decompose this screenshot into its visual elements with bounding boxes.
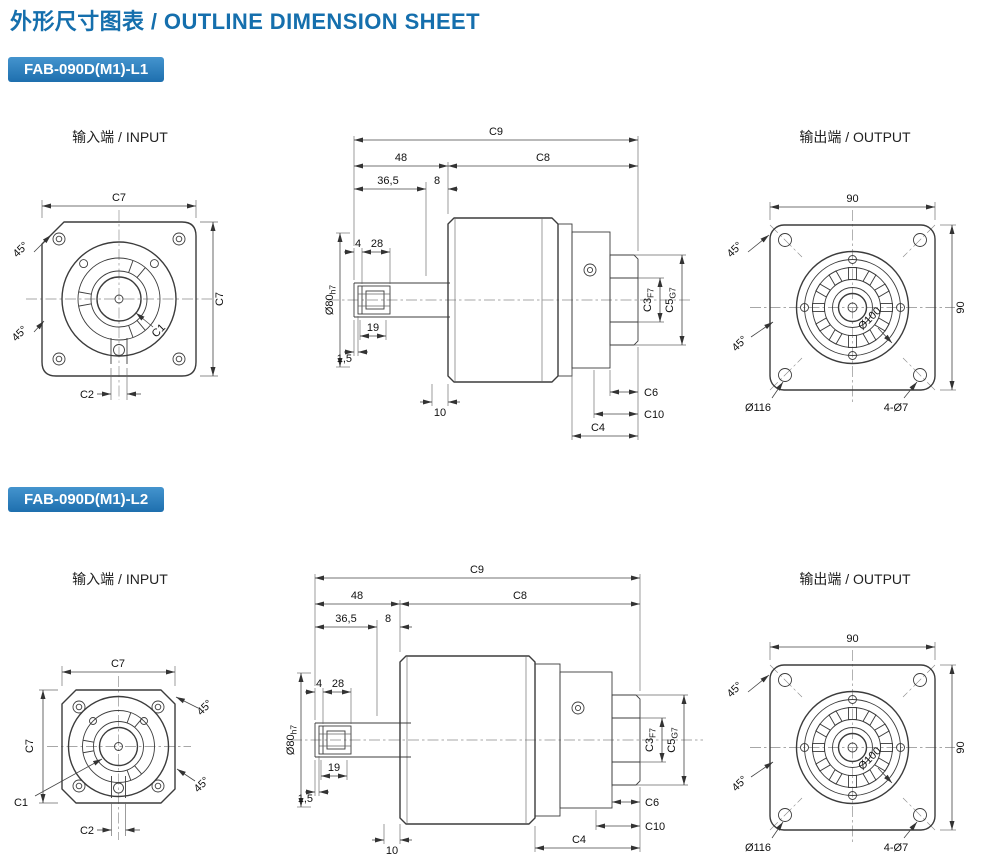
clamp-ring-slots: [78, 260, 146, 338]
side-dimensions: C9 48 C8 36,5 8 4 28 19 1,5 Ø80h7 C3F7 C…: [285, 564, 688, 857]
dim-48: 48: [351, 590, 363, 602]
dim-c2: C2: [80, 389, 94, 401]
dim-90-side: 90: [955, 301, 967, 313]
output-view-label-l1: 输出端 / OUTPUT: [799, 129, 911, 145]
dim-90-top: 90: [846, 193, 858, 205]
dim-c6: C6: [645, 797, 659, 809]
dim-28: 28: [332, 678, 344, 690]
dim-c7-top: C7: [111, 658, 125, 670]
dim-c9: C9: [489, 126, 503, 138]
dim-c4: C4: [591, 422, 605, 434]
dim-28: 28: [371, 238, 383, 250]
side-view-l1: C9 48 C8 36,5 8 4 28 19 1,5 Ø80h7 C3F7 C…: [324, 126, 692, 440]
dim-4xd7: 4-Ø7: [884, 402, 908, 414]
dim-10: 10: [386, 845, 398, 857]
dim-19: 19: [328, 762, 340, 774]
dim-c6: C6: [644, 387, 658, 399]
dim-c8: C8: [536, 152, 550, 164]
dim-c9: C9: [470, 564, 484, 576]
dim-45-upper: 45°: [11, 240, 31, 260]
dim-36-5: 36,5: [377, 175, 398, 187]
dim-90-top: 90: [846, 633, 858, 645]
output-view-l2: 90 90 45° 45° Ø100 Ø116 4-Ø7: [725, 633, 967, 854]
input-flange-geometry: [26, 210, 212, 400]
dim-shaft-bore: Ø80h7: [285, 725, 299, 756]
dim-c5: C5G7: [666, 727, 680, 753]
dim-1-5: 1,5: [298, 793, 313, 805]
input-view-l2: C7 C7 45° 45° C1 C2: [14, 658, 215, 840]
input-view-label-l2: 输入端 / INPUT: [72, 571, 168, 587]
dim-10: 10: [434, 407, 446, 419]
dim-c1: C1: [150, 322, 168, 340]
dim-45-lower: 45°: [192, 775, 212, 795]
side-geometry: [328, 217, 692, 383]
dim-c10: C10: [644, 409, 664, 421]
side-dimensions: C9 48 C8 36,5 8 4 28 19 1,5 Ø80h7 C3F7 C…: [324, 126, 686, 440]
output-dim-labels: 90 90 45° 45° Ø100 Ø116 4-Ø7: [725, 633, 967, 854]
model-badge-l1: FAB-090D(M1)-L1: [8, 57, 165, 82]
dim-1-5: 1,5: [337, 353, 352, 365]
dim-c2: C2: [80, 825, 94, 837]
dim-45-upper: 45°: [725, 680, 745, 700]
dim-45-upper: 45°: [195, 698, 215, 718]
dim-c8: C8: [513, 590, 527, 602]
side-geometry: [291, 655, 703, 825]
dim-19: 19: [367, 322, 379, 334]
dim-c5: C5G7: [664, 287, 678, 313]
dim-8: 8: [434, 175, 440, 187]
dim-8: 8: [385, 613, 391, 625]
input-flange-geometry: [47, 676, 191, 840]
dim-4: 4: [355, 238, 361, 250]
dim-c4: C4: [572, 834, 586, 846]
input-view-l1: C7 C7 45° 45° C1 C2: [10, 192, 226, 401]
dim-c3: C3F7: [642, 288, 656, 312]
input-view-label-l1: 输入端 / INPUT: [72, 129, 168, 145]
output-dim-labels: 90 90 45° 45° Ø100 Ø116 4-Ø7: [725, 193, 967, 414]
dim-45-lower: 45°: [10, 324, 30, 344]
output-view-l1: 90 90 45° 45° Ø100 Ø116 4-Ø7: [725, 193, 967, 414]
dim-45-lower: 45°: [730, 774, 750, 794]
dim-90-side: 90: [955, 741, 967, 753]
page-title: 外形尺寸图表 / OUTLINE DIMENSION SHEET: [10, 9, 480, 34]
dim-c7-side: C7: [24, 739, 36, 753]
dim-36-5: 36,5: [335, 613, 356, 625]
dim-c1: C1: [14, 797, 28, 809]
dim-4: 4: [316, 678, 322, 690]
dim-shaft-bore: Ø80h7: [324, 285, 338, 316]
side-view-l2: C9 48 C8 36,5 8 4 28 19 1,5 Ø80h7 C3F7 C…: [285, 564, 703, 857]
dim-c7-side: C7: [214, 292, 226, 306]
dim-45-upper: 45°: [725, 240, 745, 260]
dim-c10: C10: [645, 821, 665, 833]
dim-dia116: Ø116: [745, 842, 771, 854]
dim-4xd7: 4-Ø7: [884, 842, 908, 854]
dim-c7-top: C7: [112, 192, 126, 204]
dim-dia116: Ø116: [745, 402, 771, 414]
dim-45-lower: 45°: [730, 334, 750, 354]
dim-c3: C3F7: [644, 728, 658, 752]
model-badge-l2: FAB-090D(M1)-L2: [8, 487, 165, 512]
dim-48: 48: [395, 152, 407, 164]
output-view-label-l2: 输出端 / OUTPUT: [799, 571, 911, 587]
